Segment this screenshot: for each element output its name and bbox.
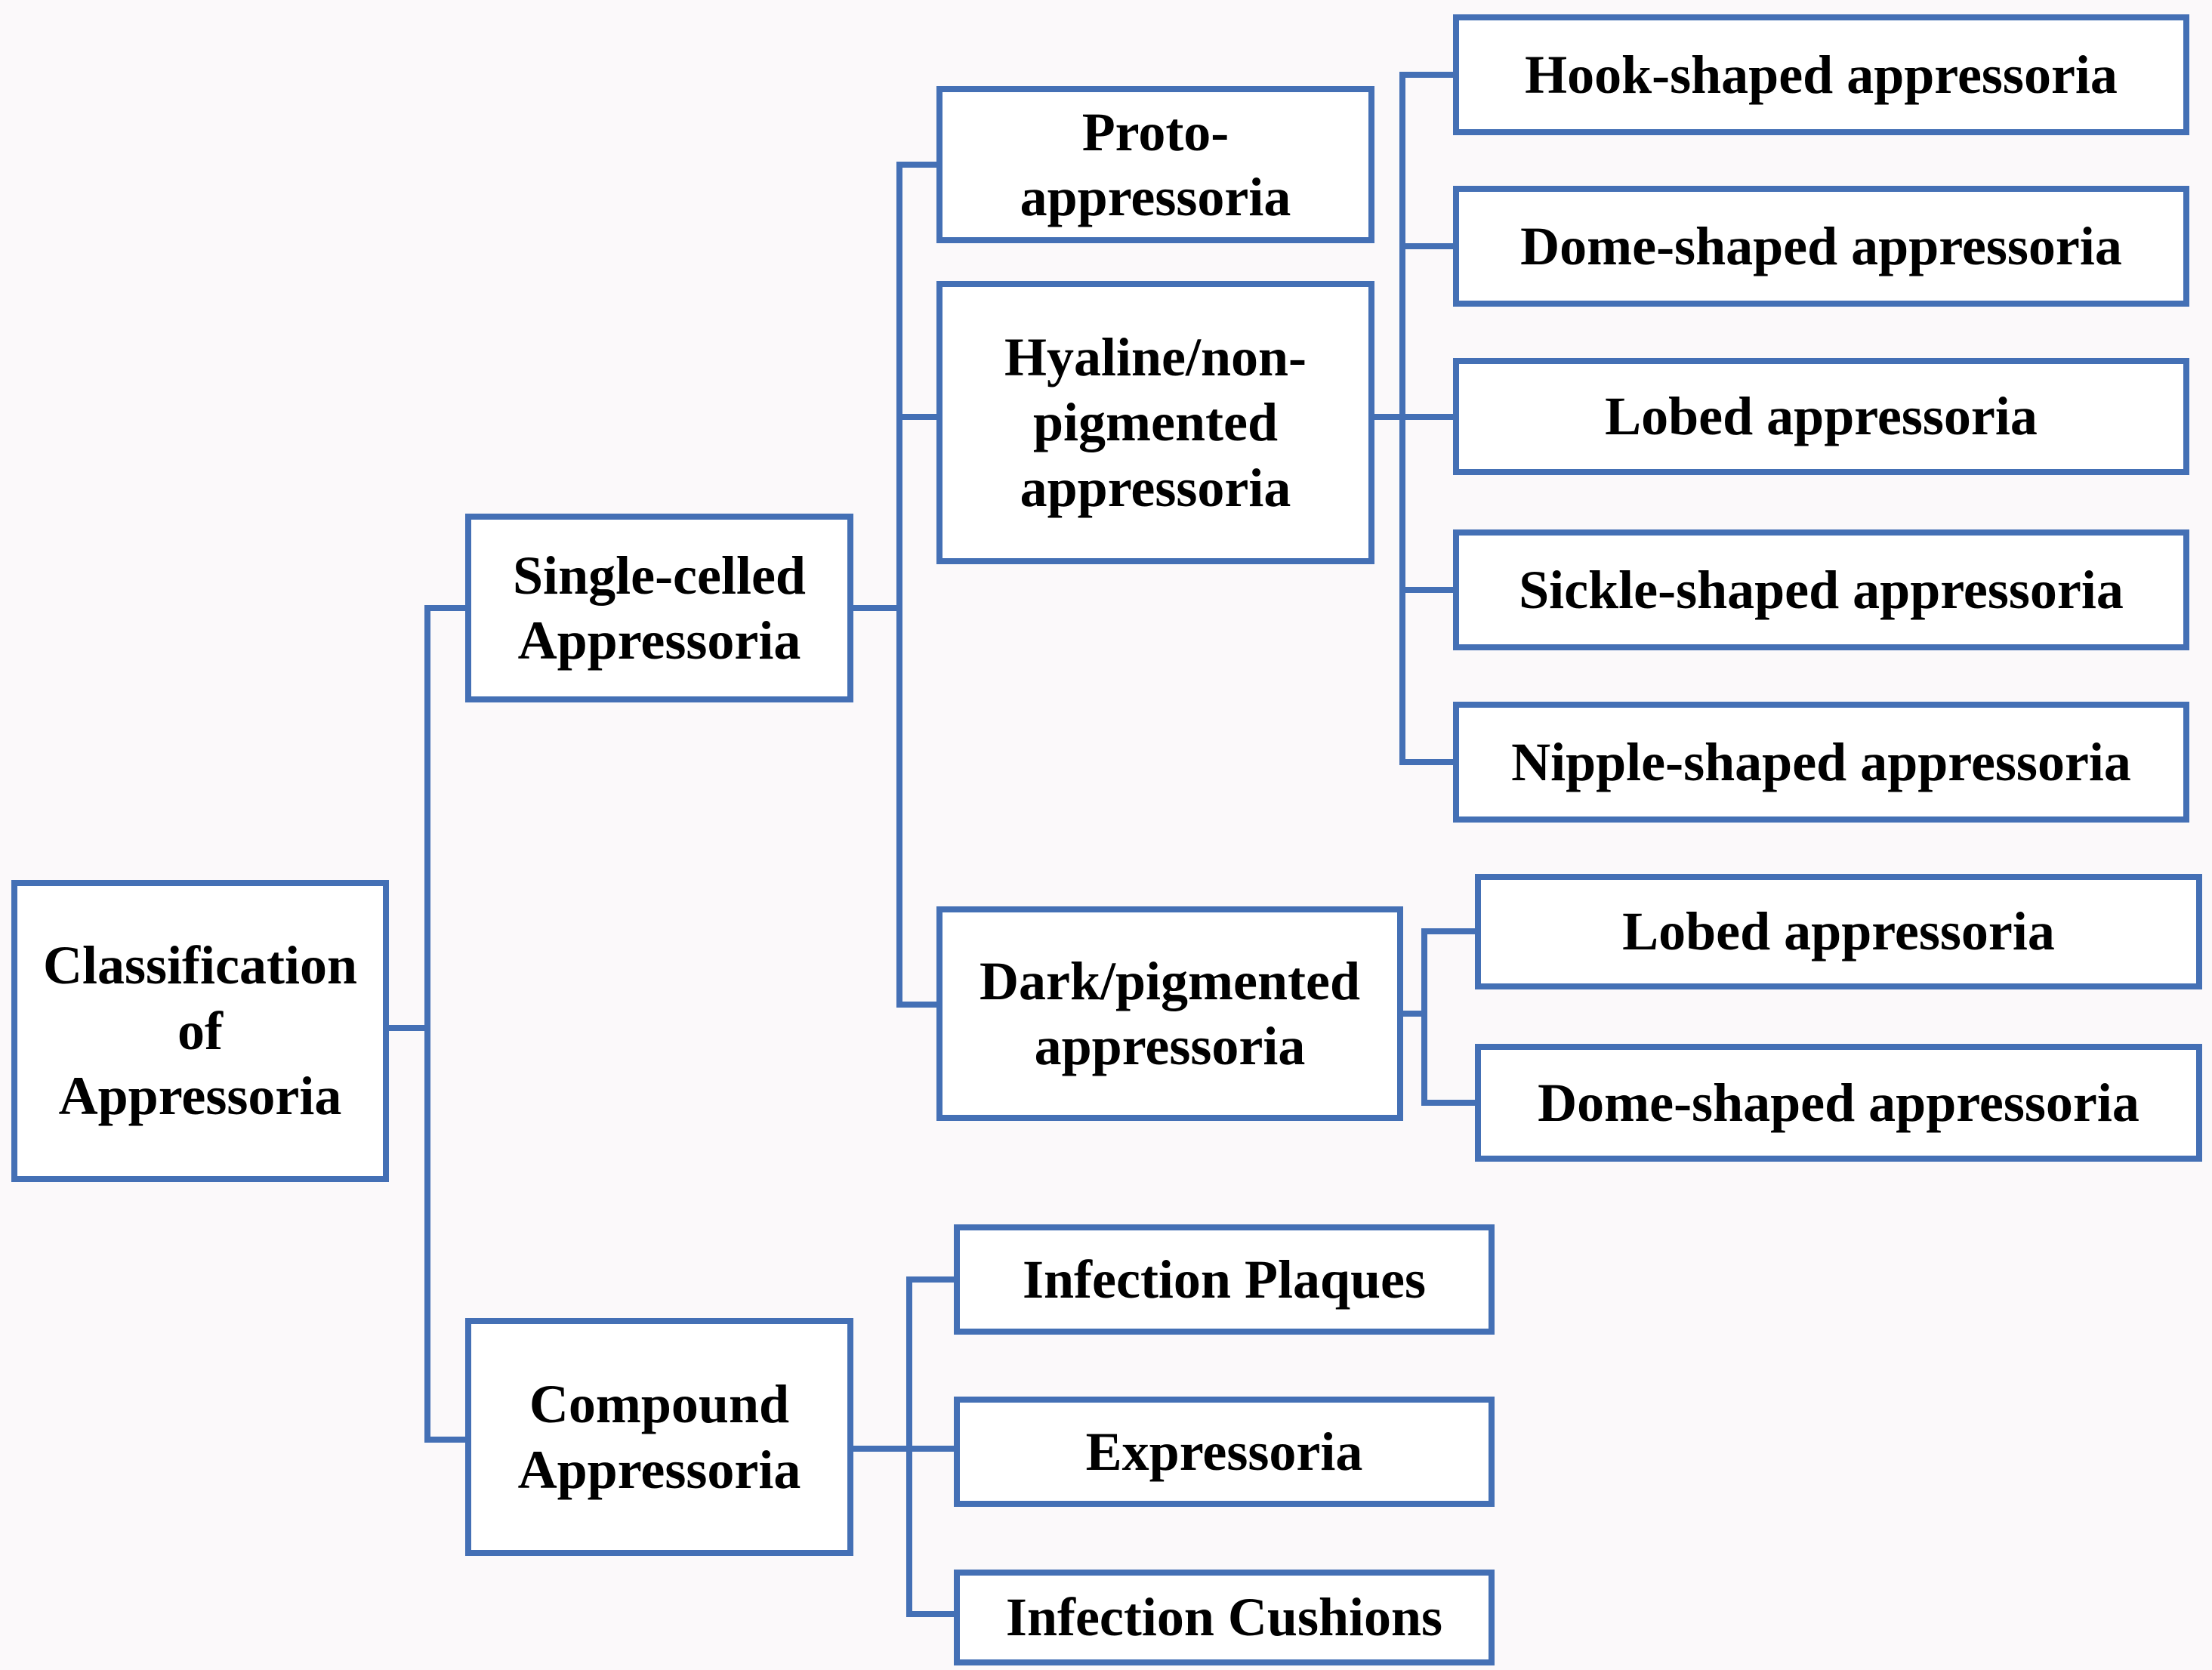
connector-trunk-to-nipple-shaped <box>1399 759 1453 765</box>
node-sickle-shaped-appressoria: Sickle-shaped appressoria <box>1453 529 2189 650</box>
node-dome-shaped-appressoria: Dome-shaped appressoria <box>1453 186 2189 307</box>
connector-trunk-to-dark-pigmented <box>896 1002 936 1008</box>
connector-trunk-root-children <box>424 605 430 1443</box>
node-nipple-shaped-appressoria: Nipple-shaped appressoria <box>1453 702 2189 823</box>
connector-trunk-to-infection-plaques <box>906 1276 954 1283</box>
connector-trunk-to-dome-shaped <box>1399 243 1453 249</box>
node-dome-shaped-appressoria-dark: Dome-shaped appressoria <box>1475 1044 2202 1162</box>
connector-trunk-to-compound <box>424 1437 465 1443</box>
node-dark-pigmented-appressoria: Dark/pigmented appressoria <box>936 906 1403 1121</box>
connector-hyaline-to-trunk <box>1374 414 1453 420</box>
node-single-celled-appressoria: Single-celled Appressoria <box>465 514 853 702</box>
node-expressoria: Expressoria <box>954 1397 1495 1507</box>
connector-trunk-to-hook-shaped <box>1399 72 1453 78</box>
node-infection-plaques: Infection Plaques <box>954 1224 1495 1335</box>
node-proto-appressoria: Proto- appressoria <box>936 86 1374 243</box>
connector-trunk-to-sickle-shaped <box>1399 587 1453 593</box>
connector-root-to-trunk <box>389 1025 430 1031</box>
connector-trunk-to-lobed-2 <box>1421 928 1475 934</box>
node-hook-shaped-appressoria: Hook-shaped appressoria <box>1453 14 2189 135</box>
node-classification-of-appressoria: Classification of Appressoria <box>11 880 389 1182</box>
node-infection-cushions: Infection Cushions <box>954 1570 1495 1665</box>
connector-trunk-to-proto <box>896 162 936 168</box>
connector-trunk-to-hyaline <box>896 414 936 420</box>
node-lobed-appressoria-dark: Lobed appressoria <box>1475 874 2202 989</box>
node-lobed-appressoria: Lobed appressoria <box>1453 358 2189 475</box>
connector-trunk-single-children <box>896 162 902 1008</box>
connector-trunk-to-dome-shaped-2 <box>1421 1100 1475 1106</box>
connector-trunk-hyaline-children <box>1399 72 1405 765</box>
connector-trunk-dark-children <box>1421 928 1427 1106</box>
node-hyaline-non-pigmented-appressoria: Hyaline/non- pigmented appressoria <box>936 281 1374 564</box>
connector-trunk-to-infection-cushions <box>906 1611 954 1617</box>
connector-single-celled-to-trunk <box>853 605 899 611</box>
connector-trunk-compound-children <box>906 1276 912 1617</box>
connector-compound-to-trunk <box>853 1446 954 1452</box>
node-compound-appressoria: Compound Appressoria <box>465 1318 853 1556</box>
connector-trunk-to-single-celled <box>424 605 465 611</box>
connector-dark-to-trunk <box>1403 1011 1427 1017</box>
